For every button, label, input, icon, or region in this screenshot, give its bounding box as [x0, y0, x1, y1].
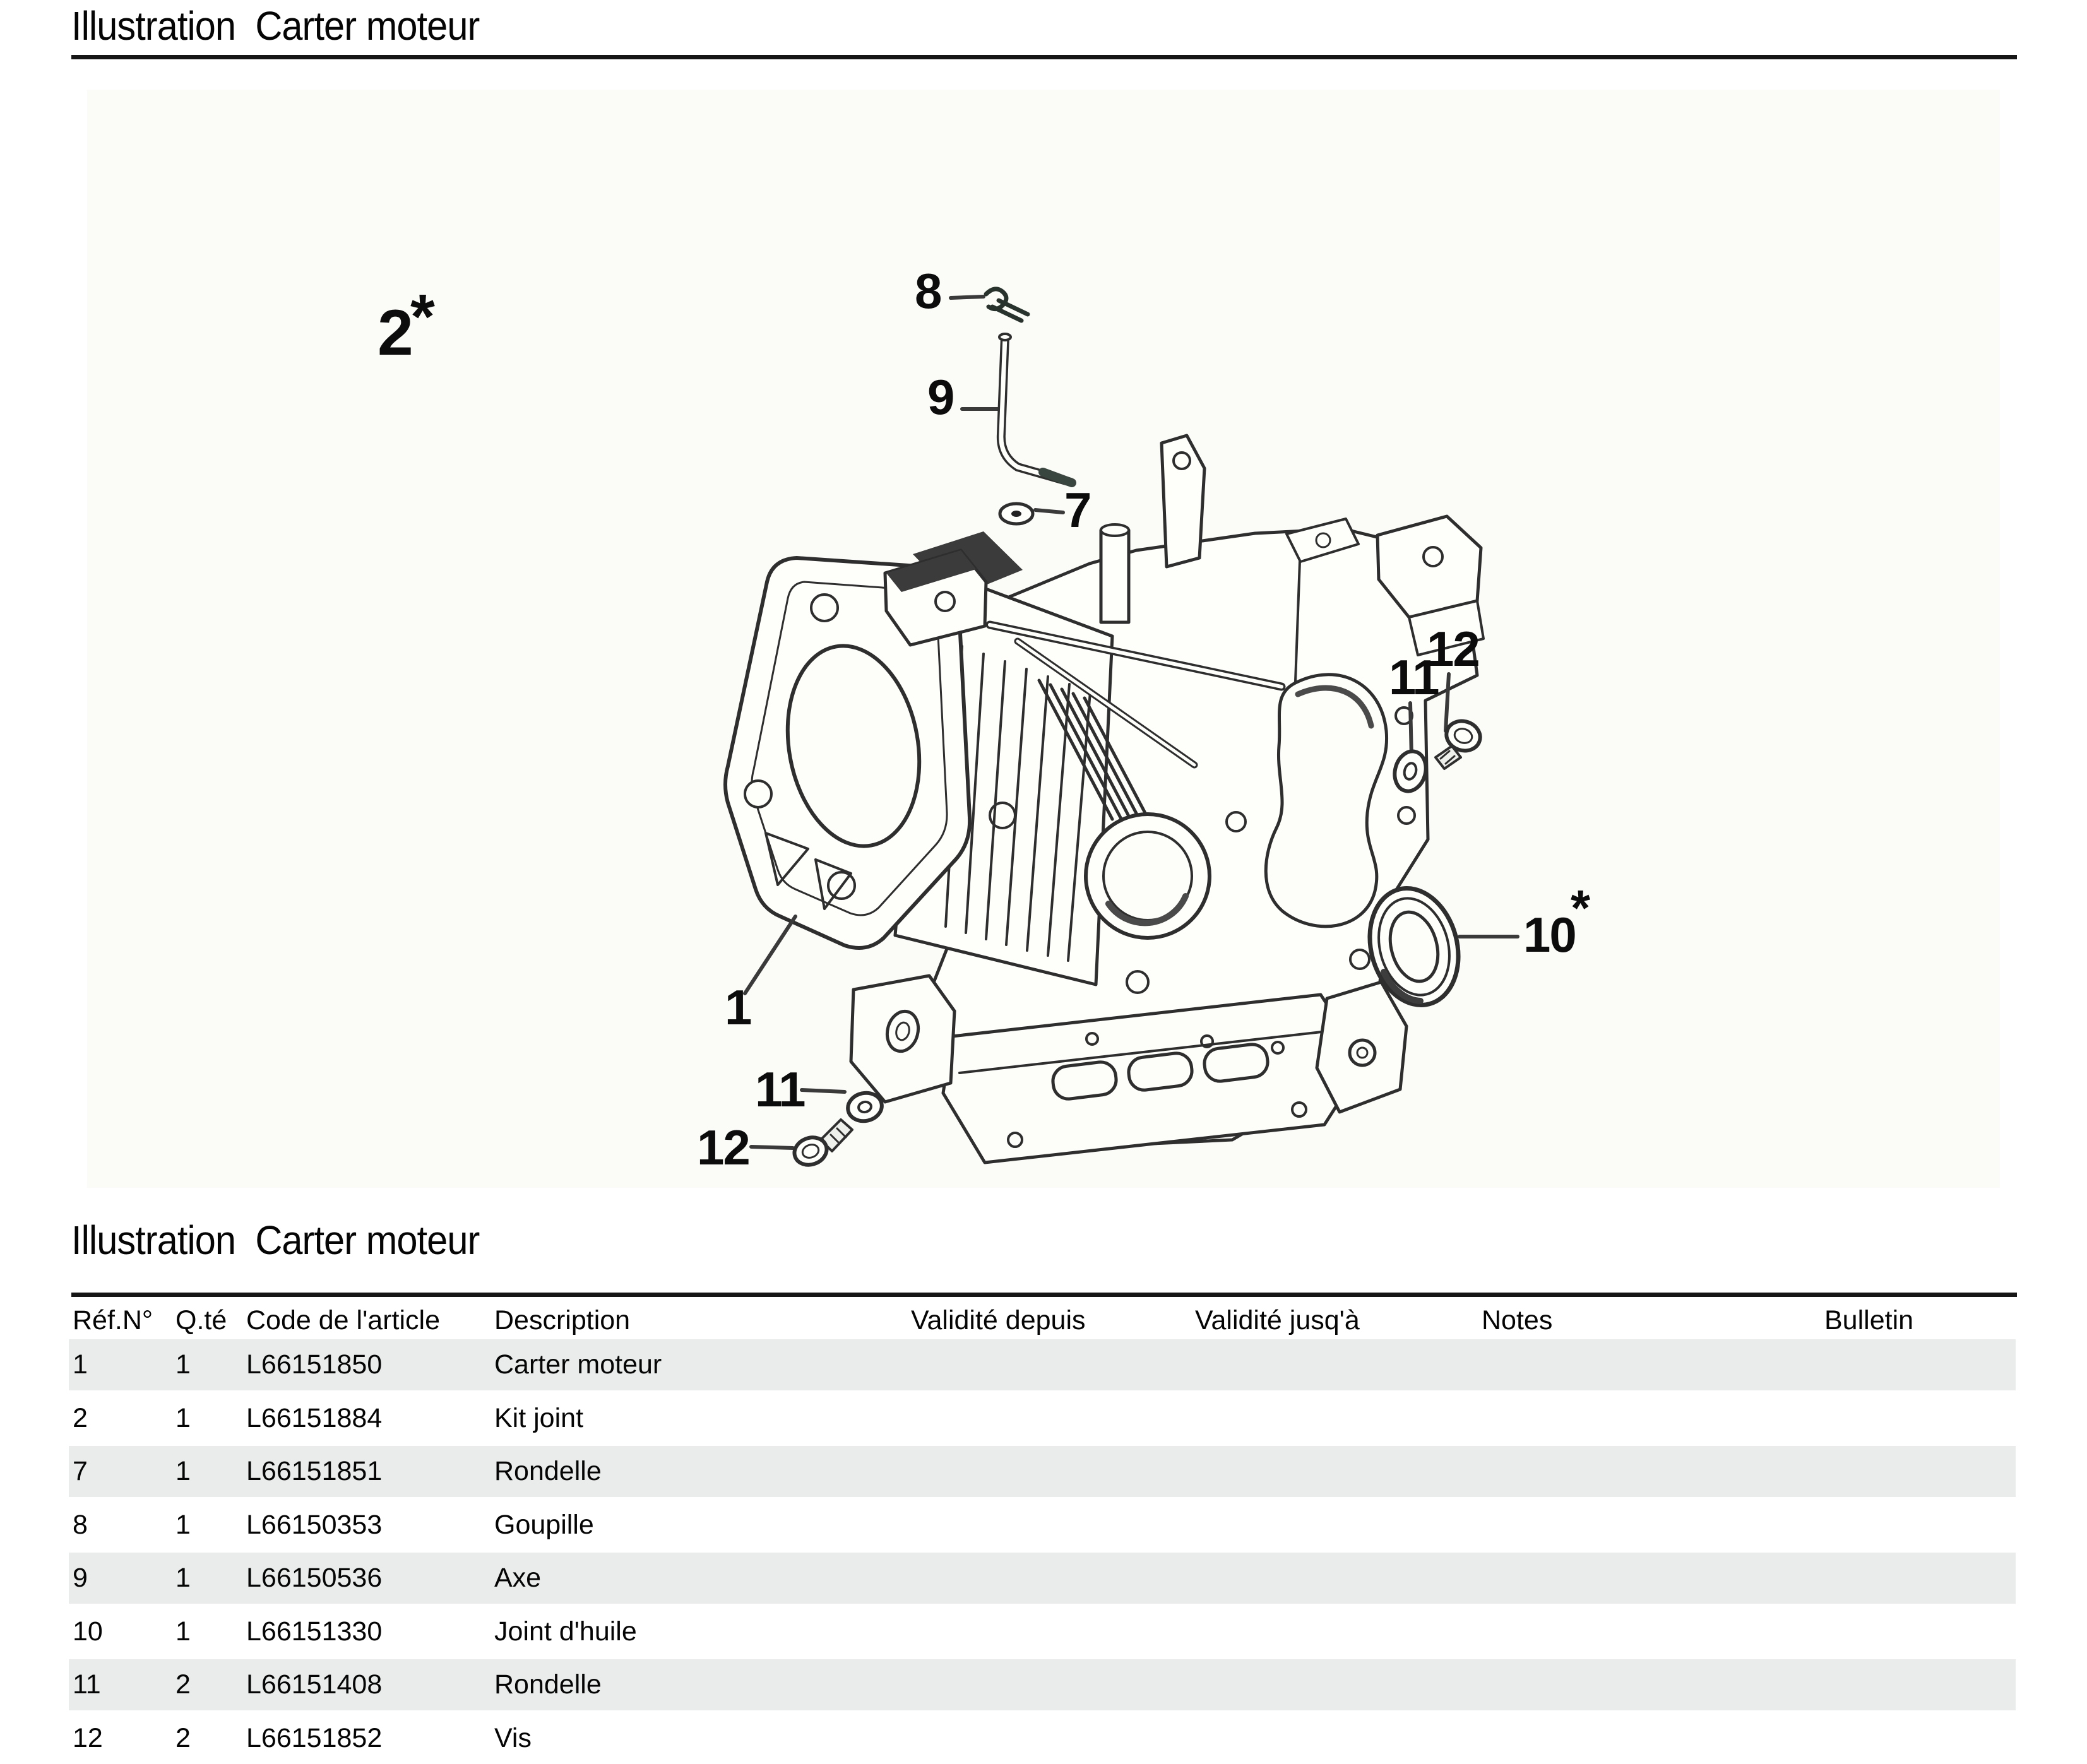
- crankcase-diagram: [723, 287, 1519, 1167]
- table-title: Illustration Carter moteur: [71, 1217, 480, 1263]
- cell-ref: 11: [73, 1669, 101, 1700]
- cotter-pin-part: [984, 287, 1030, 323]
- page-title: Illustration Carter moteur: [71, 3, 480, 49]
- table-row: 11 2 L66151408 Rondelle: [69, 1659, 2016, 1710]
- cell-desc: Goupille: [494, 1510, 594, 1540]
- cell-qty: 1: [175, 1616, 191, 1647]
- title-rule-top: [71, 55, 2017, 59]
- cell-qty: 1: [175, 1563, 191, 1593]
- cell-qty: 1: [175, 1456, 191, 1486]
- cell-code: L66150353: [246, 1510, 383, 1540]
- bolt-12-right-part: [1434, 719, 1482, 770]
- cell-qty: 1: [175, 1349, 191, 1380]
- table-row: 1 1 L66151850 Carter moteur: [69, 1339, 2016, 1390]
- cell-qty: 2: [175, 1669, 191, 1700]
- table-row: 8 1 L66150353 Goupille: [69, 1500, 2016, 1551]
- callout-10: 10: [1523, 907, 1577, 962]
- cell-ref: 7: [73, 1456, 88, 1486]
- washer-11-right-part: [1393, 749, 1428, 793]
- table-row: 12 2 L66151852 Vis: [69, 1713, 2016, 1764]
- col-header-desc: Description: [494, 1305, 631, 1335]
- cell-ref: 9: [73, 1563, 88, 1593]
- cell-ref: 2: [73, 1403, 88, 1433]
- washer-7-part: [998, 502, 1035, 526]
- cell-code: L66151408: [246, 1669, 383, 1700]
- rod-part: [996, 333, 1076, 487]
- callout-11-right: 11: [1389, 649, 1439, 705]
- callout-12-right: 12: [1427, 621, 1480, 677]
- cell-code: L66151852: [246, 1723, 383, 1753]
- cell-code: L66151850: [246, 1349, 383, 1380]
- cell-desc: Carter moteur: [494, 1349, 662, 1380]
- callout-7: 7: [1064, 482, 1091, 538]
- cell-desc: Rondelle: [494, 1456, 602, 1486]
- oil-seal-part: [1367, 886, 1461, 1007]
- col-header-valid-from: Validité depuis: [911, 1305, 1086, 1335]
- cell-desc: Axe: [494, 1563, 542, 1593]
- crankcase-line-art: [723, 434, 1485, 1164]
- cell-code: L66150536: [246, 1563, 383, 1593]
- callout-11-bottom: 11: [755, 1062, 806, 1117]
- cell-code: L66151851: [246, 1456, 383, 1486]
- table-row: 10 1 L66151330 Joint d'huile: [69, 1606, 2016, 1657]
- callout-8: 8: [915, 263, 942, 319]
- cell-ref: 12: [73, 1723, 103, 1753]
- detached-parts: [792, 287, 1482, 1167]
- table-row: 9 1 L66150536 Axe: [69, 1553, 2016, 1604]
- cell-ref: 1: [73, 1349, 88, 1380]
- col-header-ref: Réf.N°: [73, 1305, 153, 1335]
- col-header-code: Code de l'article: [246, 1305, 440, 1335]
- col-header-valid-to: Validité jusq'à: [1195, 1305, 1360, 1335]
- table-row: 7 1 L66151851 Rondelle: [69, 1446, 2016, 1497]
- cell-code: L66151330: [246, 1616, 383, 1647]
- col-header-notes: Notes: [1482, 1305, 1553, 1335]
- callout-2: 2: [378, 297, 413, 369]
- cell-ref: 10: [73, 1616, 103, 1647]
- illustration-panel: [87, 90, 2000, 1188]
- cell-desc: Rondelle: [494, 1669, 602, 1700]
- callout-10-asterisk: *: [1571, 880, 1591, 936]
- col-header-bulletin: Bulletin: [1824, 1305, 1914, 1335]
- cell-code: L66151884: [246, 1403, 383, 1433]
- col-header-qty: Q.té: [175, 1305, 227, 1335]
- cell-qty: 1: [175, 1403, 191, 1433]
- table-row: 2 1 L66151884 Kit joint: [69, 1393, 2016, 1444]
- callout-12-bottom: 12: [697, 1120, 751, 1175]
- callout-9: 9: [927, 369, 954, 425]
- cell-qty: 1: [175, 1510, 191, 1540]
- cell-qty: 2: [175, 1723, 191, 1753]
- callout-1: 1: [725, 980, 752, 1035]
- washer-11-bottom-part: [846, 1091, 884, 1123]
- callout-leader-lines: [743, 295, 1519, 1150]
- callout-2-asterisk: *: [410, 281, 435, 352]
- cell-desc: Kit joint: [494, 1403, 584, 1433]
- title-rule-table: [71, 1293, 2017, 1297]
- cell-desc: Joint d'huile: [494, 1616, 637, 1647]
- cell-desc: Vis: [494, 1723, 532, 1753]
- bolt-12-bottom-part: [792, 1118, 853, 1167]
- cell-ref: 8: [73, 1510, 88, 1540]
